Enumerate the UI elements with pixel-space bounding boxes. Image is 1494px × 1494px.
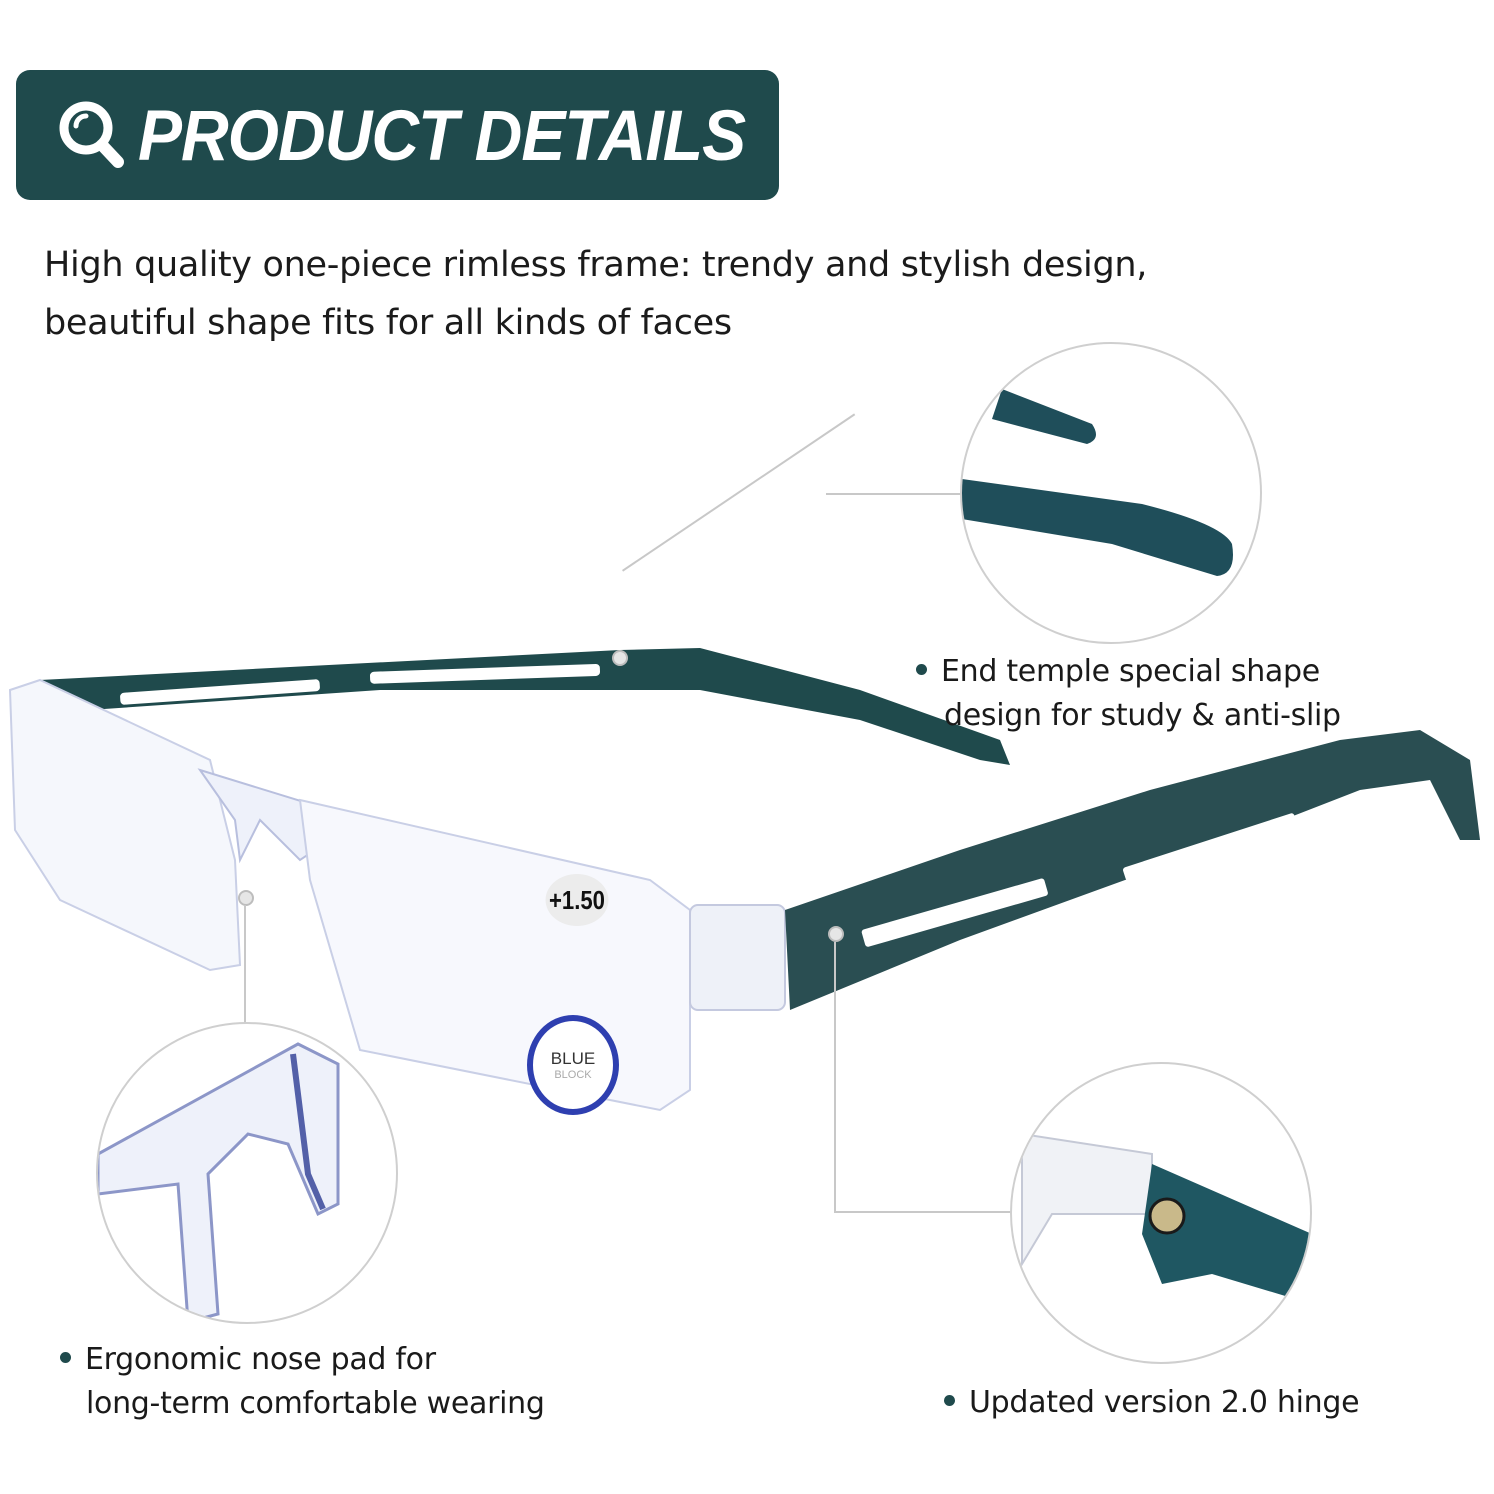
hinge-leader-line [834, 942, 836, 1212]
feature-nose-pad-line-2: long-term comfortable wearing [86, 1386, 545, 1421]
nose-pad-pin [238, 890, 254, 906]
hinge-pin [828, 926, 844, 942]
page-title: PRODUCT DETAILS [138, 95, 746, 175]
nose-pad-leader-line [244, 905, 246, 1025]
feature-nose-pad: Ergonomic nose pad for long-term comfort… [60, 1338, 545, 1426]
feature-hinge-line-1: Updated version 2.0 hinge [969, 1385, 1360, 1420]
bullet-icon [944, 1395, 955, 1406]
hinge-closeup [1010, 1062, 1312, 1364]
temple-tip-icon [962, 389, 1233, 576]
temple-tip-closeup [960, 342, 1262, 644]
feature-temple: End temple special shape design for stud… [916, 650, 1341, 738]
bullet-icon [60, 1352, 71, 1363]
feature-hinge: Updated version 2.0 hinge [944, 1381, 1360, 1425]
header-banner: PRODUCT DETAILS [16, 70, 779, 200]
intro-text: High quality one-piece rimless frame: tr… [44, 236, 1147, 352]
blue-block-badge: BLUE BLOCK [527, 1015, 619, 1115]
nose-pad-closeup [96, 1022, 398, 1324]
nose-pad-icon [98, 1042, 340, 1322]
temple-leader-line-horizontal [826, 493, 966, 495]
feature-temple-line-1: End temple special shape [941, 654, 1320, 689]
feature-temple-line-2: design for study & anti-slip [944, 698, 1341, 733]
lens-power-label: +1.50 [545, 874, 609, 926]
hinge-leader-line-horizontal [834, 1211, 1014, 1213]
hinge-icon [1021, 1132, 1310, 1304]
blue-block-line-1: BLUE [550, 1049, 596, 1068]
magnifier-icon [59, 101, 124, 168]
blue-block-line-2: BLOCK [554, 1069, 592, 1081]
temple-leader-line [622, 413, 856, 572]
temple-pin [612, 650, 628, 666]
feature-nose-pad-line-1: Ergonomic nose pad for [85, 1342, 436, 1377]
intro-line-1: High quality one-piece rimless frame: tr… [44, 245, 1148, 285]
intro-line-2: beautiful shape fits for all kinds of fa… [44, 303, 732, 343]
bullet-icon [916, 664, 927, 675]
